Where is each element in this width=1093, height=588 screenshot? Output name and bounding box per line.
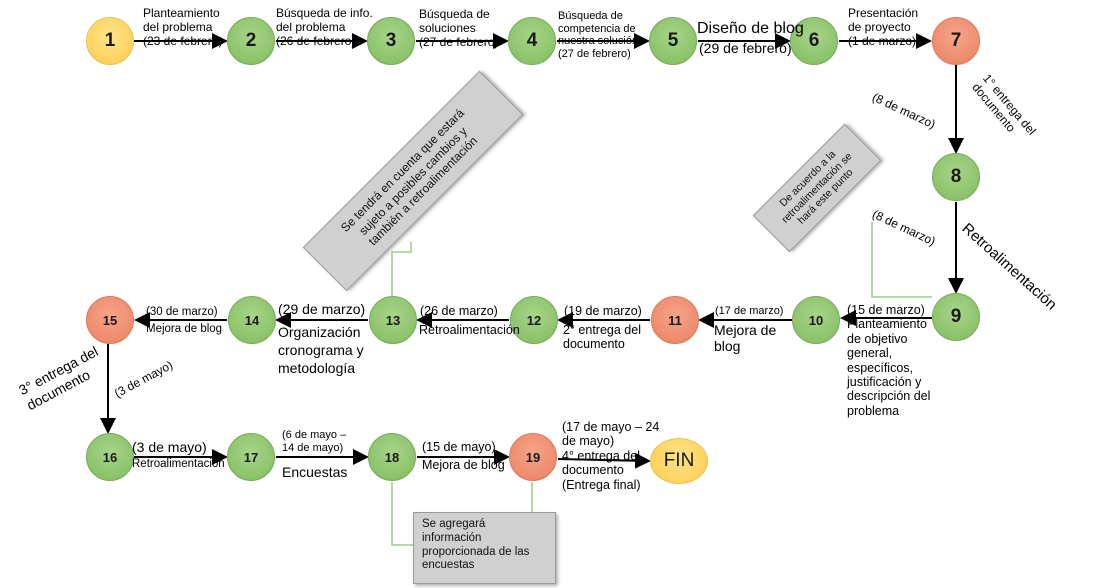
note-surveys: Se agregará información proporcionada de… xyxy=(413,512,556,584)
label-9-10-date: (15 de marzo) xyxy=(847,303,925,317)
label-10-11-text: Mejora de blog xyxy=(714,322,776,354)
label-6-7: Presentación de proyecto (1 de marzo) xyxy=(848,6,919,48)
label-4-5-text: Búsqueda de competencia de nuestra soluc… xyxy=(558,10,639,60)
node-4-label: 4 xyxy=(526,30,538,51)
label-11-12-text-content: 2° entrega del documento xyxy=(563,323,641,352)
label-5-6-date: (29 de febrero) xyxy=(699,40,792,56)
arrow-19-fin xyxy=(557,452,651,469)
node-5: 5 xyxy=(649,17,697,65)
note-connector-13 xyxy=(391,242,412,296)
node-17-label: 17 xyxy=(243,449,259,465)
label-16-17-date-text: (3 de mayo) xyxy=(132,439,207,455)
note-connector-18 xyxy=(391,482,413,546)
node-19: 19 xyxy=(509,433,557,481)
label-19-fin-text: (17 de mayo – 24 de mayo) 4° entrega del… xyxy=(562,420,660,492)
note-surveys-text: Se agregará información proporcionada de… xyxy=(422,518,530,572)
label-13-14-date-text: (29 de marzo) xyxy=(278,301,366,317)
node-13-label: 13 xyxy=(385,312,401,328)
label-10-11-text-content: Mejora de blog xyxy=(714,322,777,355)
node-6-label: 6 xyxy=(808,30,820,51)
node-4: 4 xyxy=(508,17,556,65)
node-15: 15 xyxy=(86,296,134,344)
label-17-18-text: Encuestas xyxy=(282,464,347,480)
node-11: 11 xyxy=(651,296,699,344)
node-8-label: 8 xyxy=(950,166,962,187)
label-14-15-text-content: Mejora de blog xyxy=(146,323,223,335)
label-17-18-date-text: (6 de mayo – 14 de mayo) xyxy=(282,429,347,454)
label-13-14-text-content: Organización cronograma y metodología xyxy=(278,324,364,377)
label-17-18-date: (6 de mayo – 14 de mayo) xyxy=(282,429,346,454)
node-10-label: 10 xyxy=(808,312,824,328)
node-8: 8 xyxy=(932,153,980,201)
label-12-13-text: Retroalimentación xyxy=(419,323,520,337)
label-13-14-date: (29 de marzo) xyxy=(278,301,365,317)
label-18-19-date: (15 de mayo) xyxy=(422,440,496,454)
node-2: 2 xyxy=(227,17,275,65)
label-19-fin: (17 de mayo – 24 de mayo) 4° entrega del… xyxy=(562,420,659,492)
node-14-label: 14 xyxy=(244,312,260,328)
node-3: 3 xyxy=(367,17,415,65)
label-14-15-date-text: (30 de marzo) xyxy=(146,306,218,318)
node-16-label: 16 xyxy=(102,449,118,465)
node-10: 10 xyxy=(792,296,840,344)
node-3-label: 3 xyxy=(385,30,397,51)
label-5-6-title: Diseño de blog xyxy=(697,20,804,38)
label-17-18-text-content: Encuestas xyxy=(282,464,348,480)
label-3-4-text: Búsqueda de soluciones (27 de febrero) xyxy=(419,7,499,49)
label-5-6-date-text: (29 de febrero) xyxy=(699,40,792,56)
node-1: 1 xyxy=(86,17,134,65)
node-19-label: 19 xyxy=(525,449,541,465)
node-13: 13 xyxy=(369,296,417,344)
node-6: 6 xyxy=(790,17,838,65)
label-16-17-text-content: Retroalimentación xyxy=(132,458,225,470)
label-11-12-text: 2° entrega del documento xyxy=(563,323,641,352)
label-16-17-date: (3 de mayo) xyxy=(132,439,207,455)
node-9: 9 xyxy=(932,293,980,341)
label-1-2: Planteamiento del problema (23 de febrer… xyxy=(143,6,223,48)
node-15-label: 15 xyxy=(102,312,118,328)
node-12-label: 12 xyxy=(526,312,542,328)
label-18-19-text: Mejora de blog xyxy=(422,458,505,472)
node-17: 17 xyxy=(227,433,275,481)
label-14-15-date: (30 de marzo) xyxy=(146,306,218,319)
label-16-17-text: Retroalimentación xyxy=(132,458,225,471)
label-12-13-text-content: Retroalimentación xyxy=(419,323,520,337)
note-connector-9 xyxy=(871,222,932,298)
node-18: 18 xyxy=(368,433,416,481)
label-12-13-date: (26 de marzo) xyxy=(420,304,498,318)
label-1-2-text: Planteamiento del problema (23 de febrer… xyxy=(143,6,223,48)
node-fin: FIN xyxy=(650,438,708,484)
label-4-5: Búsqueda de competencia de nuestra soluc… xyxy=(558,10,638,61)
label-10-11-date: (17 de marzo) xyxy=(715,305,783,318)
node-11-label: 11 xyxy=(668,312,682,328)
label-3-4: Búsqueda de soluciones (27 de febrero) xyxy=(419,7,499,49)
label-14-15-text: Mejora de blog xyxy=(146,323,222,336)
node-7-label: 7 xyxy=(950,30,962,51)
label-2-3: Búsqueda de info. del problema (26 de fe… xyxy=(276,6,373,48)
node-16: 16 xyxy=(86,433,134,481)
node-fin-label: FIN xyxy=(663,450,695,471)
label-9-10-text: Planteamiento de objetivo general, espec… xyxy=(847,317,931,418)
node-14: 14 xyxy=(228,296,276,344)
node-9-label: 9 xyxy=(950,306,962,327)
node-2-label: 2 xyxy=(245,30,257,51)
label-2-3-text: Búsqueda de info. del problema (26 de fe… xyxy=(276,6,373,48)
node-12: 12 xyxy=(510,296,558,344)
label-13-14-text: Organización cronograma y metodología xyxy=(278,323,364,378)
label-11-12-date: (19 de marzo) xyxy=(564,304,642,318)
node-5-label: 5 xyxy=(667,30,679,51)
label-9-10: (15 de marzo) Planteamiento de objetivo … xyxy=(847,303,930,418)
node-1-label: 1 xyxy=(104,30,116,51)
label-18-19-text-content: Mejora de blog xyxy=(422,458,505,472)
label-11-12-date-text: (19 de marzo) xyxy=(564,304,642,318)
node-7: 7 xyxy=(932,17,980,65)
label-6-7-text: Presentación de proyecto (1 de marzo) xyxy=(848,6,919,48)
node-18-label: 18 xyxy=(384,449,400,465)
label-10-11-date-text: (17 de marzo) xyxy=(715,305,784,317)
label-18-19-date-text: (15 de mayo) xyxy=(422,440,496,454)
label-5-6-title-text: Diseño de blog xyxy=(697,20,804,37)
label-12-13-date-text: (26 de marzo) xyxy=(420,304,498,318)
